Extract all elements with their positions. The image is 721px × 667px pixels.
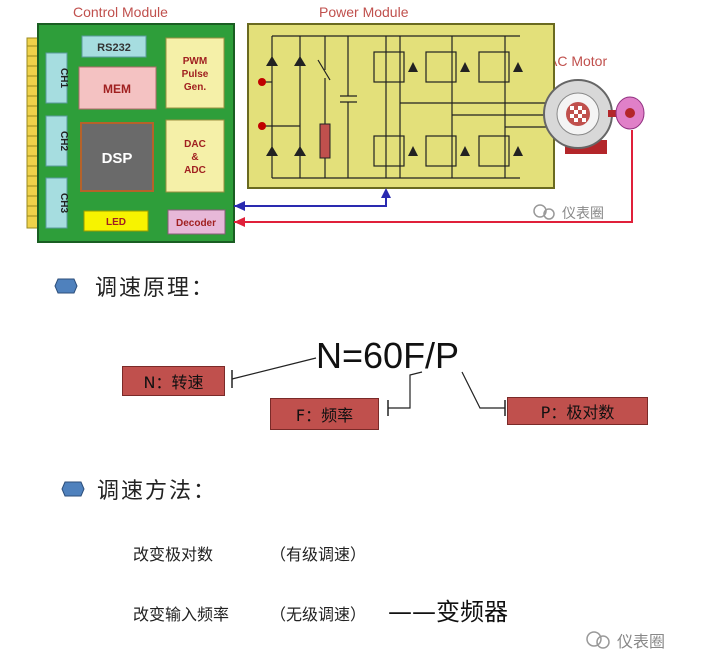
ch1-label: CH1 [58,68,69,88]
ch1-connector: CH1 [45,52,69,104]
encoder-feedback-line [234,130,633,223]
dac-label-2: & [191,152,198,163]
pwm-block [165,37,225,109]
bullet-icon-2 [61,481,85,497]
watermark-top: 仪表圈 [533,204,604,222]
control-module-title: Control Module [73,4,168,20]
wechat-icon [586,631,610,649]
power-board [247,23,555,189]
pwm-control-line [234,192,387,207]
mem-block [78,66,157,110]
pwm-label-3: Gen. [184,82,206,93]
watermark-top-text: 仪表圈 [562,206,604,222]
speed-formula: N=60F/P [316,335,460,376]
power-module-title: Power Module [319,4,409,20]
method1-text: 改变极对数 [133,545,214,564]
mem-label: MEM [103,82,131,96]
decoder-label: Decoder [176,218,216,229]
rs232-label: RS232 [97,42,131,54]
led-block [83,210,149,232]
decoder-block [167,209,226,235]
dac-adc-block [165,119,225,193]
pwm-label-1: PWM [183,56,207,67]
section1-heading: 调速原理： [95,276,216,301]
watermark-bottom: 仪表圈 [585,628,665,652]
dsp-label: DSP [102,150,133,167]
ch2-connector: CH2 [45,115,69,167]
ac-motor [543,79,645,154]
method1-note: （有级调速） [270,545,367,564]
dac-label-1: DAC [184,139,206,150]
method2-text: 改变输入频率 [133,605,230,624]
label-poles-p: P：极对数 [507,397,648,425]
bullet-icon-1 [54,278,78,294]
method2-note: （无级调速） [270,605,367,624]
dsp-block [80,122,154,192]
method2-suffix: ——变频器 [388,598,508,626]
label-speed-n: N：转速 [122,366,225,396]
section2-heading: 调速方法： [97,479,218,504]
led-label: LED [106,217,126,228]
control-system-diagram: Control Module Power Module AC Motor CH1… [26,4,645,243]
rs232-block [81,35,147,58]
label-frequency-f: F：频率 [270,398,379,430]
ch3-connector: CH3 [45,177,69,229]
motor-title: AC Motor [548,53,607,69]
formula-connectors [231,357,506,416]
watermark-bottom-text: 仪表圈 [617,632,666,651]
dac-label-3: ADC [184,165,206,176]
ch3-label: CH3 [58,193,69,213]
pwm-label-2: Pulse [182,69,209,80]
ch2-label: CH2 [58,131,69,151]
